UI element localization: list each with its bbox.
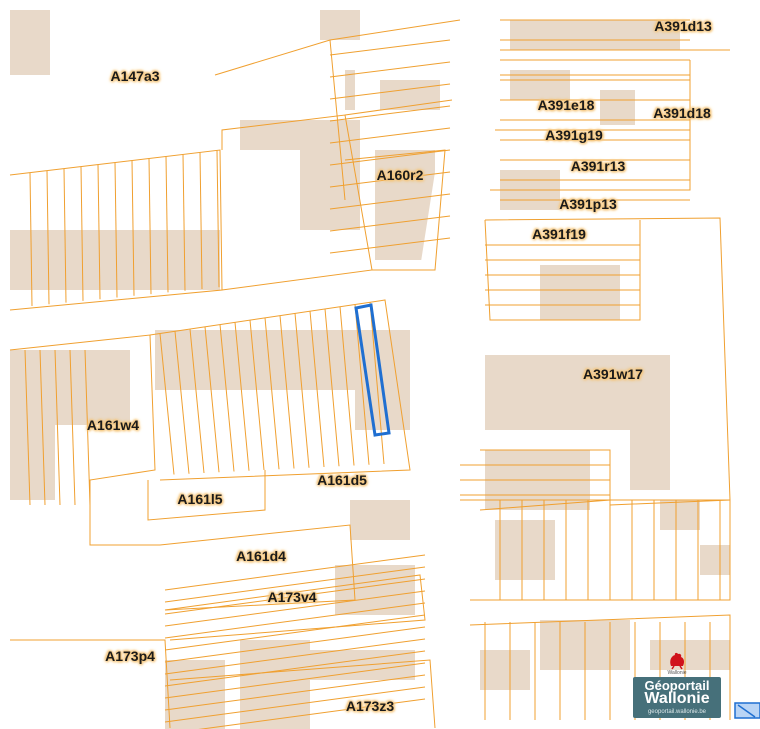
- parcel-label[interactable]: A391r13: [570, 158, 626, 174]
- parcel-label[interactable]: A147a3: [110, 68, 160, 84]
- parcel-divider: [165, 156, 169, 293]
- parcel-divider: [189, 328, 205, 474]
- geoportail-logo: Wallonie Géoportail Wallonie geoportail.…: [633, 652, 721, 718]
- parcel-divider: [63, 168, 67, 303]
- logo-badge: [633, 677, 721, 718]
- parcel-divider: [329, 193, 451, 210]
- parcel-divider: [164, 686, 426, 723]
- parcel-label[interactable]: A161d5: [317, 472, 367, 488]
- parcel-divider: [204, 326, 220, 473]
- parcel-label[interactable]: A391g19: [545, 127, 603, 143]
- parcel-divider: [329, 171, 451, 188]
- parcel-divider: [97, 164, 101, 300]
- parcel-label[interactable]: A391e18: [537, 97, 595, 113]
- parcel-divider: [309, 310, 325, 468]
- parcel-divider: [369, 301, 385, 465]
- highlighted-parcel[interactable]: [354, 303, 391, 437]
- parcel-divider: [164, 578, 426, 615]
- parcel-divider: [329, 105, 451, 122]
- parcel-divider: [182, 154, 186, 291]
- parcel-divider: [329, 127, 451, 144]
- parcel-divider: [131, 160, 135, 296]
- parcel-label[interactable]: A173p4: [105, 648, 155, 664]
- building-layer: [10, 10, 730, 729]
- parcel-divider: [164, 566, 426, 603]
- parcel-divider: [39, 349, 46, 506]
- parcel-divider: [159, 333, 175, 475]
- parcel-label[interactable]: A161d4: [236, 548, 286, 564]
- parcel-divider: [164, 554, 426, 591]
- parcel-divider: [164, 614, 426, 651]
- parcel-divider: [80, 166, 84, 301]
- logo-url: geoportail.wallonie.be: [647, 709, 707, 715]
- parcel-label[interactable]: A160r2: [376, 167, 424, 183]
- parcel-divider: [198, 698, 426, 729]
- parcel-divider: [148, 158, 152, 295]
- parcel-label[interactable]: A391f19: [532, 226, 586, 242]
- logo-name-line1: Géoportail: [644, 678, 710, 693]
- parcel-divider: [279, 315, 295, 469]
- parcel-divider: [114, 162, 118, 298]
- street-layer: [10, 12, 475, 728]
- parcel-divider: [324, 308, 340, 467]
- parcel-divider: [199, 152, 203, 290]
- parcel-divider: [329, 215, 451, 232]
- parcel-divider: [249, 319, 265, 471]
- parcel-label[interactable]: A391p13: [559, 196, 617, 212]
- parcel-divider: [164, 602, 426, 639]
- rooster-icon: [670, 652, 685, 670]
- parcel-divider: [84, 349, 91, 506]
- parcel-label[interactable]: A161l5: [177, 491, 223, 507]
- parcel-divider: [174, 331, 190, 474]
- parcel-divider: [339, 306, 355, 466]
- parcel-divider: [329, 149, 451, 166]
- parcel-label[interactable]: A161w4: [86, 417, 140, 433]
- parcel-divider: [164, 590, 426, 627]
- parcel-divider: [46, 170, 50, 305]
- parcel-divider: [329, 61, 451, 78]
- parcel-label[interactable]: A391d18: [653, 105, 711, 121]
- logo-name-line2: Wallonie: [644, 690, 710, 707]
- parcel-divider: [164, 662, 426, 699]
- parcel-divider: [234, 322, 250, 471]
- parcel-label[interactable]: A391d13: [654, 18, 712, 34]
- parcel-label[interactable]: A173v4: [267, 589, 317, 605]
- parcel-divider: [294, 313, 310, 468]
- parcel-divider: [29, 172, 33, 307]
- parcel-divider: [329, 83, 451, 100]
- parcel-label[interactable]: A391w17: [583, 366, 643, 382]
- parcel-boundaries: [9, 19, 731, 729]
- parcel-divider: [164, 650, 426, 687]
- emblem-label: Wallonie: [667, 670, 687, 676]
- parcel-divider: [216, 150, 220, 288]
- parcel-divider: [164, 638, 426, 675]
- parcel-divider: [164, 674, 426, 711]
- strip-parcel-lines: [24, 19, 721, 729]
- parcel-divider: [69, 349, 76, 506]
- parcel-divider: [329, 39, 451, 56]
- measure-icon-stroke: [737, 704, 756, 718]
- parcel-divider: [54, 349, 61, 506]
- parcel-label[interactable]: A173z3: [345, 698, 395, 714]
- parcel-divider: [264, 317, 280, 470]
- parcel-divider: [24, 349, 31, 506]
- parcel-divider: [164, 626, 426, 663]
- parcel-divider: [329, 237, 451, 254]
- parcel-divider: [219, 324, 235, 472]
- parcel-divider: [354, 304, 370, 465]
